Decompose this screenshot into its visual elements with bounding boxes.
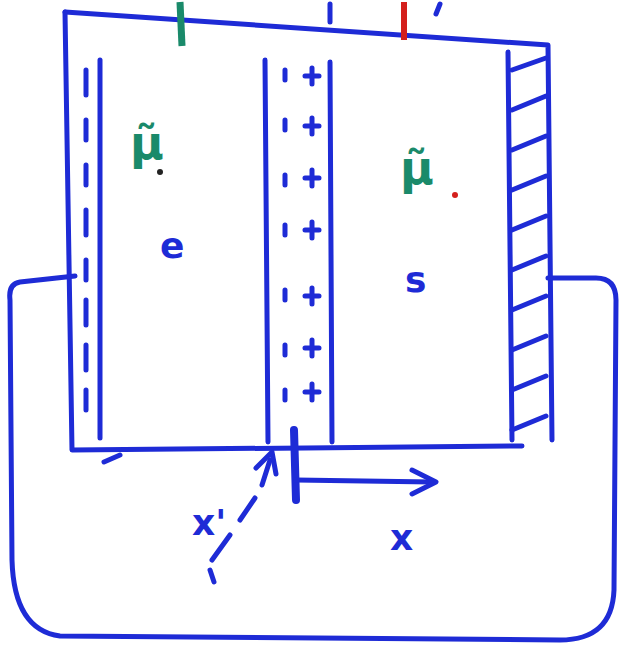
box-outline [65, 12, 522, 450]
plus-mark [305, 68, 319, 400]
origin-mark [294, 430, 296, 500]
wire [180, 2, 182, 46]
dot [452, 192, 458, 198]
wall-hatch [84, 70, 89, 410]
potential-symbol: μ̃ [130, 120, 164, 166]
coordinate-label: x' [192, 505, 226, 541]
dot [157, 169, 163, 175]
phase-label: s [405, 262, 426, 298]
wire [436, 4, 440, 14]
wall-hatch [512, 58, 546, 430]
membrane [330, 62, 332, 442]
box-outline [65, 12, 552, 440]
wire [328, 4, 333, 22]
arrow-head [256, 452, 276, 474]
membrane-mark [283, 70, 288, 400]
membrane [265, 60, 268, 442]
x-arrow [296, 480, 432, 482]
inner-wall [98, 60, 103, 438]
coordinate-label: x [390, 520, 413, 556]
potential-symbol: μ̃ [400, 145, 434, 191]
arrow-head [412, 470, 436, 494]
wire [401, 2, 407, 40]
phase-label: e [160, 228, 184, 264]
